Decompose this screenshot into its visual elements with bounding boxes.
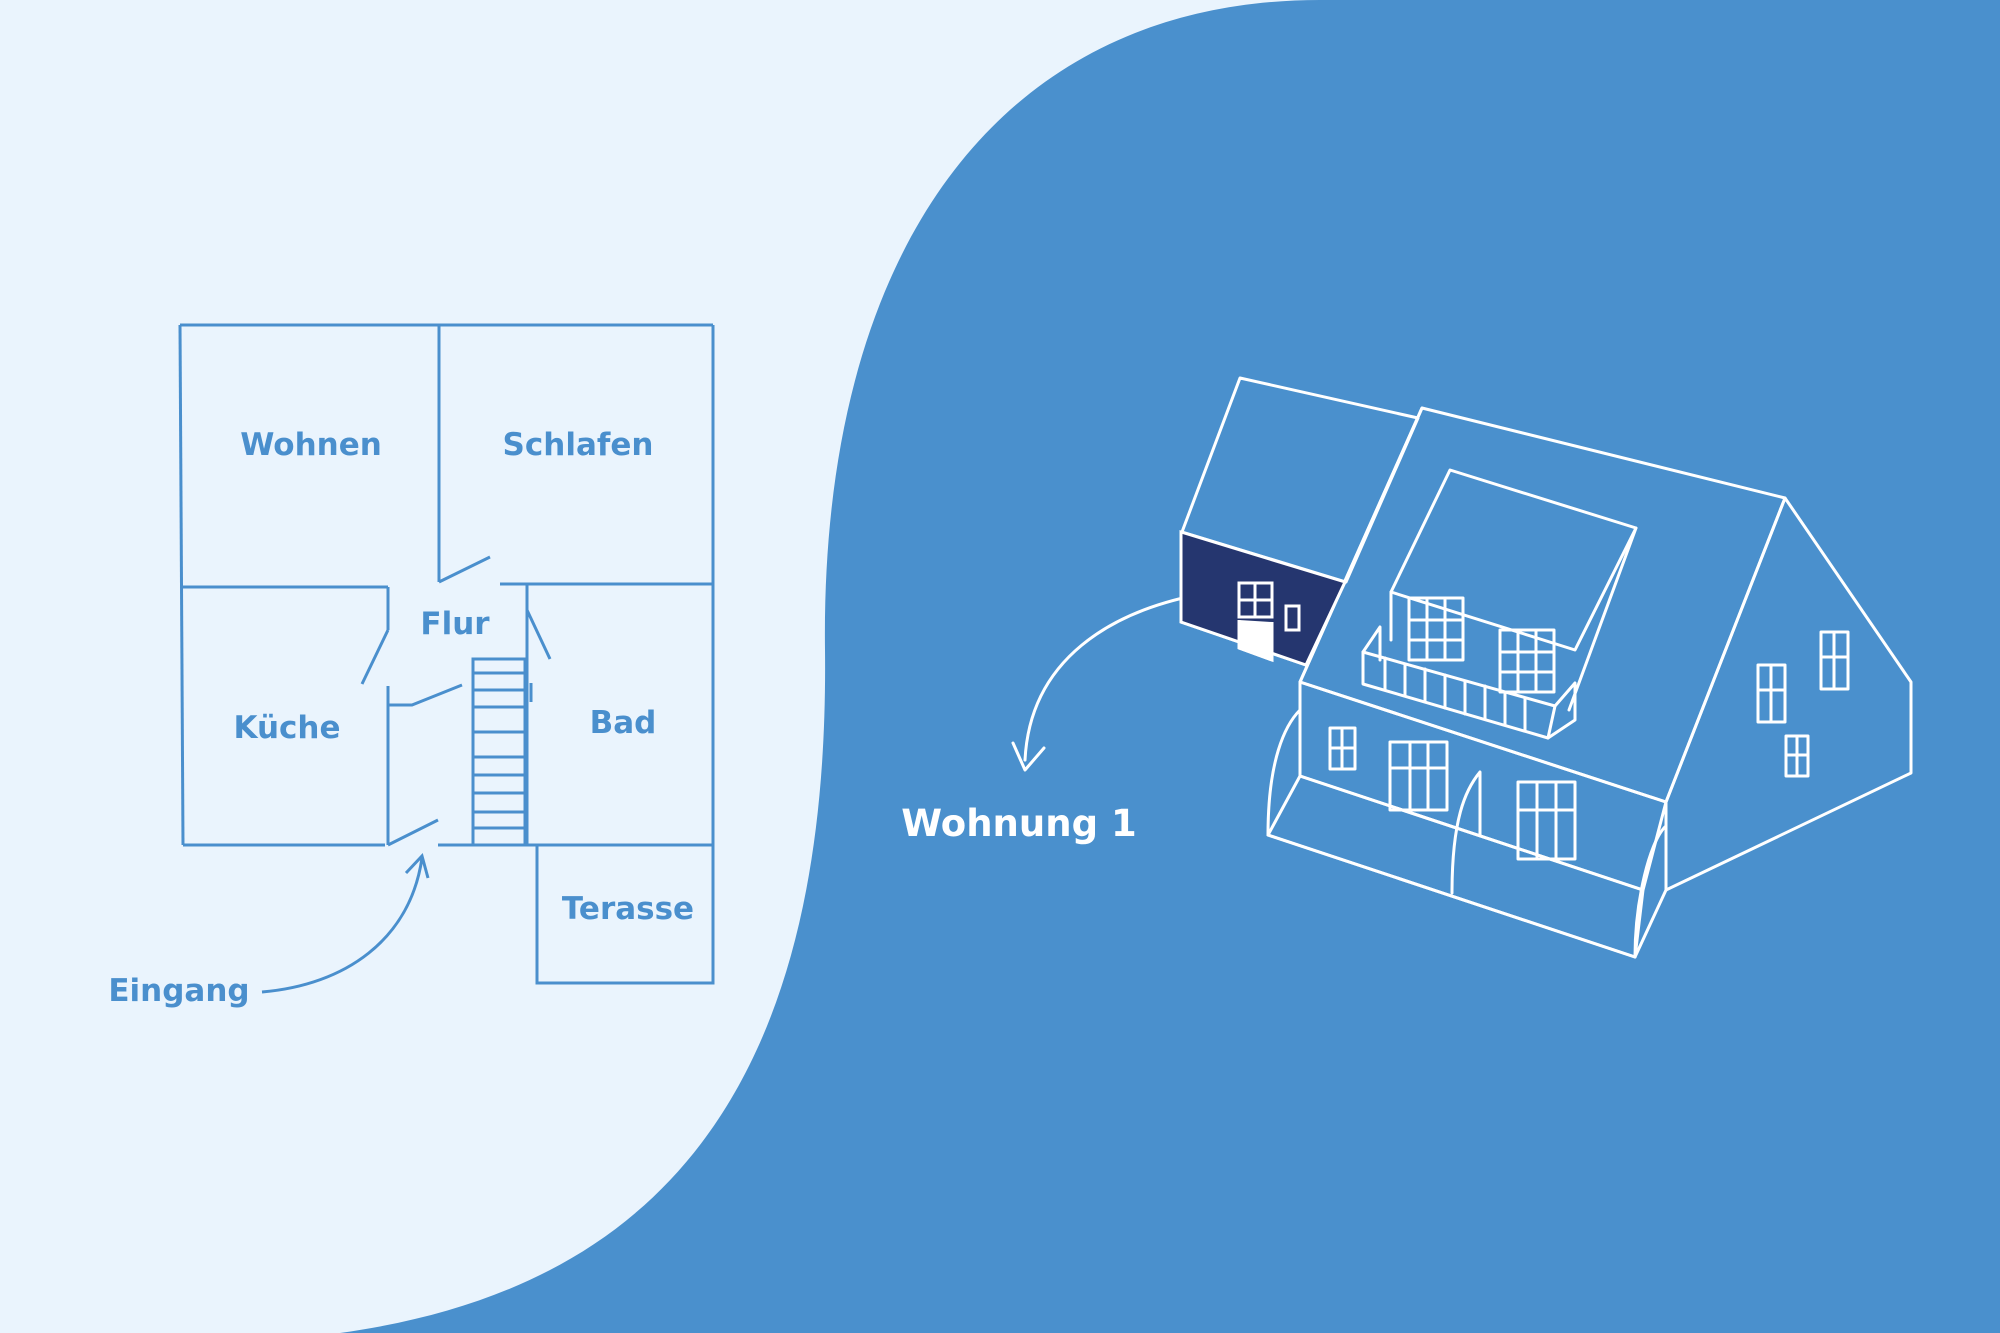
entrance-label: Eingang [108,973,249,1009]
terrace-base-edge [1266,833,1637,959]
door-bad [525,609,552,660]
stair-steps [473,671,525,830]
balcony-right-side [1546,681,1577,740]
wall-left [178,324,185,846]
terrace-divider-left [1266,708,1302,837]
dormer-window-right [1498,628,1556,694]
room-label-schlafen: Schlafen [503,427,654,463]
room-label-kueche: Küche [233,710,340,746]
blue-wave-background [340,0,2000,1333]
terrace-divider-middle [1450,770,1482,895]
balcony-balusters [1383,656,1527,733]
unit-arrow-head [1011,741,1046,772]
dormer-side-edge [1567,526,1638,712]
unit-openings [1237,581,1301,663]
front-window-2 [1388,740,1449,812]
door-schlafen [438,555,491,584]
terrace-divider-right [1633,824,1668,959]
dormer-window-left [1407,596,1465,662]
entrance-arrow-head [404,853,430,879]
unit-arrow-line [1023,591,1209,762]
room-label-bad: Bad [590,705,657,741]
room-label-flur: Flur [420,606,490,642]
door-kueche [360,629,390,685]
terrace-outline [535,845,715,985]
house-corner-edge [1633,888,1668,959]
staircase [471,657,527,847]
entrance-arrow-line [261,857,424,994]
dormer-roof [1389,468,1638,652]
balcony-left-side [1361,625,1382,662]
unit-label-wohnung-1: Wohnung 1 [901,802,1136,845]
door-entrance [387,818,439,847]
room-label-terasse: Terasse [562,891,694,927]
room-label-wohnen: Wohnen [240,427,382,463]
gable-side-wall [1664,496,1913,892]
floor-plan [178,323,715,994]
door-flur [388,683,463,707]
